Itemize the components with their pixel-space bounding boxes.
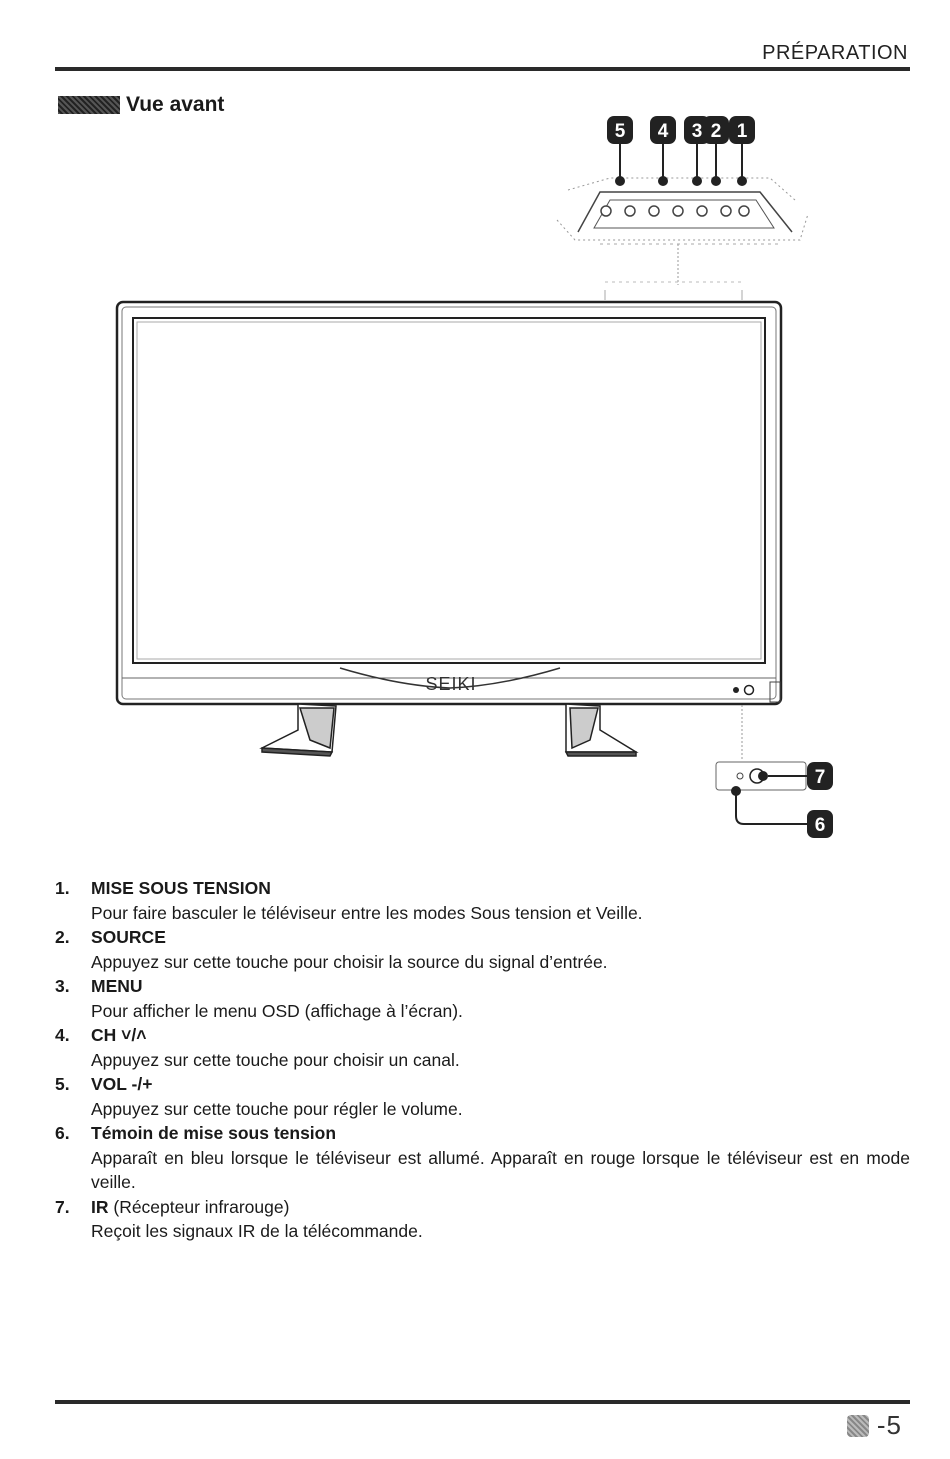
- item-number: 7.: [55, 1196, 70, 1217]
- tv-stand-left: [259, 703, 337, 757]
- item-title: CH ˅/˄: [91, 1025, 147, 1045]
- items-list: 1. MISE SOUS TENSION Pour faire basculer…: [55, 876, 910, 1244]
- list-item: 4. CH ˅/˄ Appuyez sur cette touche pour …: [55, 1023, 910, 1072]
- footer-rule: [55, 1400, 910, 1404]
- item-description: Pour faire basculer le téléviseur entre …: [91, 902, 643, 923]
- callout-badge-7: 7: [807, 762, 833, 790]
- svg-text:4: 4: [658, 121, 669, 142]
- callout-badge-2: 2: [703, 116, 729, 144]
- list-item: 7. IR (Récepteur infrarouge) Reçoit les …: [55, 1195, 910, 1244]
- section-heading: Vue avant: [58, 93, 224, 117]
- page-number: -5: [876, 1410, 902, 1440]
- item-number: 4.: [55, 1025, 70, 1045]
- item-number: 6.: [55, 1123, 70, 1143]
- item-title: IR: [91, 1196, 109, 1217]
- panel-buttons: [600, 205, 750, 217]
- item-title: Témoin de mise sous tension: [91, 1123, 337, 1143]
- item-title: SOURCE: [91, 927, 166, 947]
- tv-stand-right: [564, 703, 639, 757]
- tv-front-view-diagram: 5 4 3 2 1 SEIKI: [115, 116, 833, 838]
- item-number: 5.: [55, 1074, 70, 1094]
- button-panel-zoom: [556, 177, 809, 300]
- item-description: Appuyez sur cette touche pour choisir un…: [91, 1049, 460, 1070]
- item-description: Apparaît en bleu lorsque le téléviseur e…: [91, 1147, 910, 1193]
- list-item: 1. MISE SOUS TENSION Pour faire basculer…: [55, 876, 910, 925]
- list-item: 2. SOURCE Appuyez sur cette touche pour …: [55, 925, 910, 974]
- svg-text:1: 1: [737, 121, 748, 142]
- item-title-suffix: (Récepteur infrarouge): [108, 1196, 290, 1217]
- item-description: Appuyez sur cette touche pour régler le …: [91, 1098, 463, 1119]
- language-icon: [846, 1414, 869, 1437]
- svg-text:2: 2: [711, 121, 722, 142]
- callout-badge-1: 1: [729, 116, 755, 144]
- list-item: 3. MENU Pour afficher le menu OSD (affic…: [55, 974, 910, 1023]
- tv-body: SEIKI: [115, 300, 783, 706]
- page-header-title: PRÉPARATION: [762, 42, 908, 64]
- item-number: 3.: [55, 976, 70, 996]
- item-title: VOL -/+: [91, 1074, 153, 1094]
- indicator-zoom: [715, 705, 808, 825]
- svg-text:7: 7: [815, 767, 826, 788]
- tv-brand-logo: SEIKI: [425, 674, 476, 694]
- item-number: 1.: [55, 878, 70, 898]
- svg-text:3: 3: [692, 121, 703, 142]
- callout-badge-4: 4: [650, 116, 676, 144]
- item-number: 2.: [55, 927, 70, 947]
- svg-text:5: 5: [615, 121, 626, 142]
- item-title: MISE SOUS TENSION: [91, 878, 271, 898]
- section-marker: [58, 96, 120, 114]
- svg-text:6: 6: [815, 815, 826, 836]
- callout-badge-5: 5: [607, 116, 633, 144]
- item-description: Pour afficher le menu OSD (affichage à l…: [91, 1000, 463, 1021]
- list-item: 6. Témoin de mise sous tension Apparaît …: [55, 1121, 910, 1195]
- item-title: MENU: [91, 976, 143, 996]
- page-footer: -5: [846, 1410, 902, 1441]
- item-description: Reçoit les signaux IR de la télécommande…: [91, 1221, 423, 1241]
- callout-badge-6: 6: [807, 810, 833, 838]
- header-rule: [55, 67, 910, 71]
- section-title: Vue avant: [126, 93, 225, 116]
- list-item: 5. VOL -/+ Appuyez sur cette touche pour…: [55, 1072, 910, 1121]
- item-description: Appuyez sur cette touche pour choisir la…: [91, 951, 608, 972]
- top-callout-lines: [619, 140, 743, 180]
- top-callout-dots: [615, 176, 747, 186]
